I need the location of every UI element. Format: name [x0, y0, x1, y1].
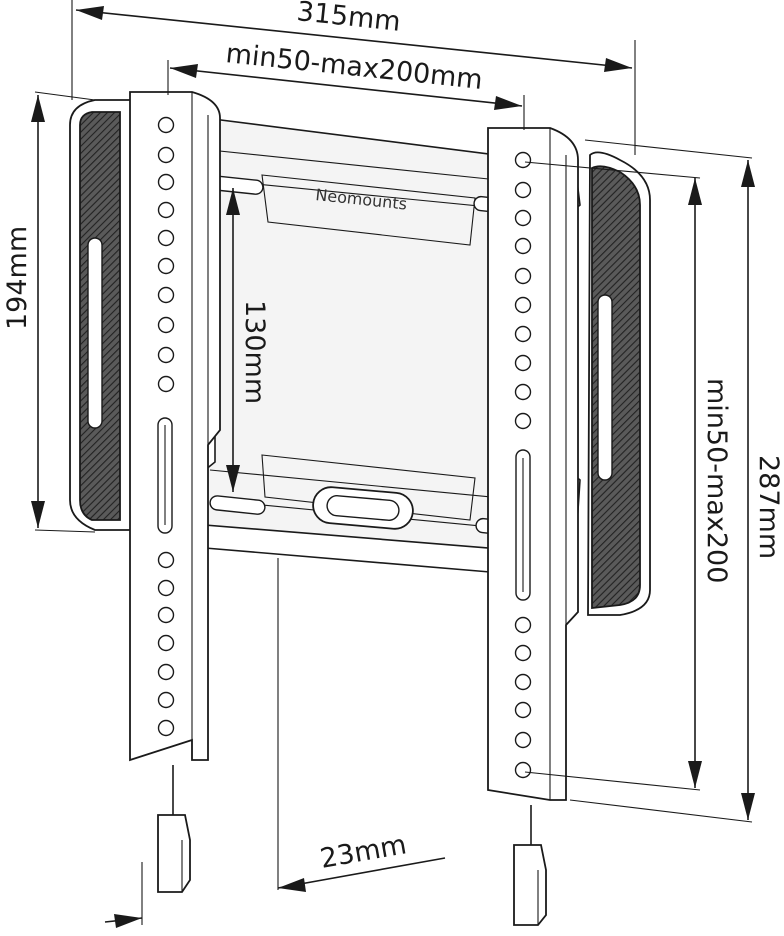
bracket-hole [157, 286, 175, 304]
depth-label: 23mm [318, 829, 409, 875]
bracket-hole [514, 296, 532, 314]
left-height-label: 194mm [2, 226, 33, 330]
bracket-hole [157, 116, 175, 134]
overall-width-label: 315mm [295, 0, 402, 38]
bracket-hole [514, 151, 532, 169]
bracket-hole [157, 346, 175, 364]
bracket-hole [157, 201, 175, 219]
bracket-hole [514, 761, 532, 779]
overall-height-label: 287mm [753, 455, 784, 559]
vesa-height-label: min50-max200 [701, 378, 732, 583]
bracket-hole [514, 731, 532, 749]
bracket-hole [514, 267, 532, 285]
bracket-hole [157, 229, 175, 247]
bracket-hole [514, 412, 532, 430]
left-spacer-pad [69, 99, 133, 531]
bracket-hole [514, 354, 532, 372]
bracket-hole [514, 701, 532, 719]
bracket-hole [157, 663, 175, 681]
bracket-hole [514, 616, 532, 634]
bracket-hole [157, 691, 175, 709]
inner-height-label: 130mm [239, 300, 270, 404]
bracket-hole [157, 316, 175, 334]
right-spacer-pad [587, 151, 651, 616]
bracket-hole [514, 673, 532, 691]
bracket-hole [514, 383, 532, 401]
bracket-hole [157, 173, 175, 191]
bracket-hole [157, 634, 175, 652]
bracket-hole [514, 181, 532, 199]
left-bracket [129, 91, 221, 893]
dimension-lines [31, 0, 755, 928]
bracket-hole [157, 375, 175, 393]
bracket-hole [157, 579, 175, 597]
bracket-hole [157, 257, 175, 275]
bracket-hole [157, 146, 175, 164]
right-bracket [487, 127, 579, 926]
bracket-hole [157, 719, 175, 737]
bracket-hole [157, 551, 175, 569]
bracket-hole [514, 237, 532, 255]
bracket-hole [514, 209, 532, 227]
bracket-hole [514, 325, 532, 343]
bracket-hole [514, 644, 532, 662]
bracket-hole [157, 606, 175, 624]
